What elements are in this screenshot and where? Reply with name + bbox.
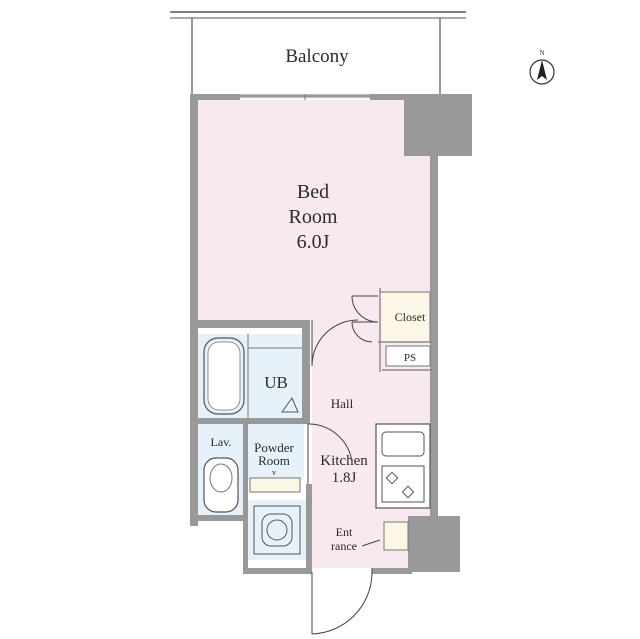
hall-label: Hall — [331, 396, 354, 411]
bedroom-label-2: Room — [289, 206, 338, 228]
toilet-icon — [203, 457, 239, 513]
kitchen-size: 1.8J — [332, 470, 357, 486]
washing-machine-icon — [253, 505, 301, 555]
stove-icon — [381, 465, 425, 503]
closet-door — [351, 295, 379, 343]
walls — [190, 94, 472, 574]
powder-room-label-1: Powder — [254, 440, 294, 455]
bedroom-door — [311, 319, 359, 367]
powder-room-door — [307, 423, 353, 484]
vent-icon — [281, 396, 299, 413]
powder-room-label-2: Room — [258, 453, 290, 468]
column-bottom-right — [408, 516, 460, 572]
kitchen-counter — [375, 423, 431, 509]
entrance-label-2: rance — [331, 539, 357, 553]
front-door — [311, 568, 373, 635]
bedroom-label-1: Bed — [297, 181, 329, 203]
closet-label: Closet — [395, 310, 426, 324]
bedroom: Bed Room 6.0J — [289, 181, 338, 253]
powder-room-floor — [248, 424, 304, 480]
ub-label: UB — [264, 373, 288, 392]
lav-label: Lav. — [211, 435, 232, 449]
toilet-floor — [248, 500, 308, 560]
vanity-counter — [249, 477, 301, 493]
closet: Closet — [378, 288, 432, 372]
entrance: Ent rance — [331, 521, 409, 553]
kitchen-label: Kitchen — [320, 453, 368, 469]
bedroom-floor — [198, 100, 430, 320]
north-arrow-icon: N — [529, 49, 555, 85]
unit-bath: UB — [203, 334, 302, 418]
balcony: Balcony — [191, 18, 441, 94]
compass-letter: N — [539, 49, 544, 57]
bedroom-size: 6.0J — [297, 231, 330, 253]
shoe-box — [383, 521, 409, 551]
column-top-right — [404, 94, 472, 156]
sink-icon — [381, 431, 425, 457]
balcony-label: Balcony — [285, 46, 349, 67]
entrance-label-1: Ent — [336, 525, 353, 539]
top-boundary — [170, 11, 466, 19]
lavatory: Lav. — [203, 435, 239, 513]
balcony-window — [240, 94, 370, 100]
kitchen: Kitchen 1.8J — [320, 453, 368, 486]
pipe-space: PS — [382, 345, 432, 371]
powder-room-mark: v — [272, 468, 276, 477]
ps-label: PS — [404, 352, 416, 364]
powder-room: Powder Room v — [249, 440, 301, 493]
